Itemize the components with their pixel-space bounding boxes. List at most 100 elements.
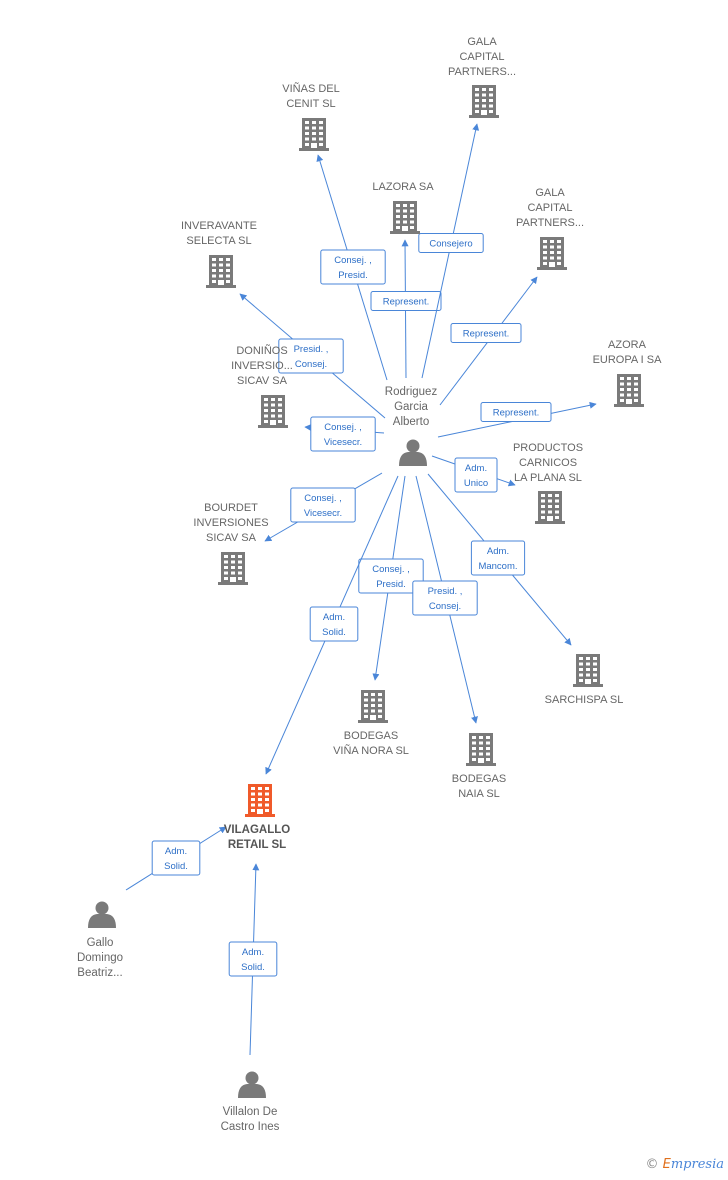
- brand-name: mpresia: [670, 1157, 724, 1172]
- node-label-line: GALA: [467, 36, 497, 48]
- building-icon: [245, 784, 275, 817]
- edge-label-box[interactable]: [370, 291, 442, 311]
- footer-brand: © Empresia: [646, 1157, 725, 1172]
- node-label-line: VIÑAS DEL: [282, 82, 339, 95]
- building-icon: [390, 201, 420, 234]
- node-label-line: Domingo: [77, 952, 123, 964]
- node-label-line: Villalon De: [223, 1106, 278, 1118]
- node-label-line: PRODUCTOS: [513, 442, 583, 454]
- node-label-line: Rodriguez: [385, 386, 438, 398]
- node-gallo[interactable]: GalloDomingoBeatriz...: [77, 901, 123, 980]
- node-villalon[interactable]: Villalon De Castro Ines: [221, 1071, 280, 1134]
- building-icon: [614, 374, 644, 407]
- edge-label-box[interactable]: [450, 323, 522, 343]
- edge-label-text: Consej.: [295, 359, 327, 370]
- node-vilagallo[interactable]: VILAGALLO RETAIL SL: [224, 784, 290, 851]
- edge-label-box[interactable]: [418, 233, 484, 253]
- edge-label-text: Represent.: [463, 329, 509, 340]
- node-sarchispa[interactable]: SARCHISPA SL: [545, 654, 624, 706]
- edge-rodriguez-to-gala1: Consejero: [418, 123, 484, 379]
- node-label-line: SICAV SA: [237, 375, 288, 387]
- node-label-line: CAPITAL: [459, 51, 504, 63]
- edge-rodriguez-to-vinanora: Consej. , Presid.: [358, 475, 424, 681]
- node-gala1[interactable]: GALACAPITALPARTNERS...: [448, 36, 516, 118]
- brand-initial: E: [662, 1157, 671, 1172]
- edge-label-text: Consej. ,: [334, 255, 372, 266]
- edge-rodriguez-to-vinas: Consej. ,Presid.: [316, 154, 388, 381]
- building-icon: [206, 255, 236, 288]
- node-label-line: DONIÑOS: [236, 344, 287, 357]
- edge-label-box[interactable]: [480, 402, 552, 422]
- person-icon: [88, 901, 116, 928]
- node-naia[interactable]: BODEGAS NAIA SL: [452, 733, 506, 800]
- node-label-line: Castro Ines: [221, 1121, 280, 1133]
- node-donino[interactable]: DONIÑOS INVERSIO... SICAV SA: [231, 344, 293, 428]
- node-label-line: LAZORA SA: [372, 181, 434, 193]
- edge-label-text: Vicesecr.: [324, 437, 362, 448]
- edge-label-box[interactable]: [310, 416, 376, 452]
- building-icon: [358, 690, 388, 723]
- edge-label-text: Mancom.: [478, 561, 517, 572]
- node-label-line: LA PLANA SL: [514, 472, 582, 484]
- node-inveravante[interactable]: INVERAVANTE SELECTA SL: [181, 220, 257, 288]
- building-icon: [537, 237, 567, 270]
- node-label-line: INVERSIO...: [231, 360, 293, 372]
- edge-rodriguez-to-donino: Consej. , Vicesecr.: [304, 416, 385, 452]
- edge-rodriguez-to-inveravante: Presid. ,Consej.: [239, 293, 386, 419]
- node-gala2[interactable]: GALACAPITALPARTNERS...: [516, 187, 584, 270]
- edge-label-box[interactable]: [358, 558, 424, 594]
- edge-label-box[interactable]: [278, 338, 344, 374]
- node-label-line: INVERAVANTE: [181, 220, 257, 232]
- edge-label-text: Consej. ,: [304, 493, 342, 504]
- node-vinas[interactable]: VIÑAS DEL CENIT SL: [282, 82, 340, 151]
- edge-label-text: Solid.: [241, 962, 265, 973]
- node-lazora[interactable]: LAZORA SA: [372, 181, 434, 234]
- node-label-line: CAPITAL: [527, 202, 572, 214]
- edge-label-box[interactable]: [309, 606, 359, 642]
- edge-label-text: Presid.: [376, 579, 406, 590]
- node-label-line: SARCHISPA SL: [545, 694, 624, 706]
- edge-rodriguez-to-vilagallo: Adm.Solid.: [265, 475, 399, 775]
- building-icon: [535, 491, 565, 524]
- node-label-line: Garcia: [394, 401, 428, 413]
- edge-rodriguez-to-sarchispa: Adm. Mancom.: [427, 473, 572, 646]
- edge-label-box[interactable]: [151, 840, 201, 876]
- building-icon: [218, 552, 248, 585]
- edge-label-text: Presid. ,: [428, 586, 463, 597]
- node-label-line: RETAIL SL: [228, 839, 286, 851]
- node-productos[interactable]: PRODUCTOS CARNICOS LA PLANA SL: [513, 442, 583, 524]
- node-label-line: NAIA SL: [458, 788, 500, 800]
- edge-label-box[interactable]: [412, 580, 478, 616]
- node-label-line: BOURDET: [204, 502, 258, 514]
- node-label-line: BODEGAS: [452, 773, 506, 785]
- edge-label-box[interactable]: [454, 457, 498, 493]
- edge-label-text: Consej. ,: [324, 422, 362, 433]
- node-label-line: Gallo: [87, 937, 114, 949]
- node-label-line: EUROPA I SA: [593, 354, 663, 366]
- node-label-line: VILAGALLO: [224, 824, 290, 836]
- edge-gallo-to-vilagallo: Adm.Solid.: [125, 826, 227, 891]
- edge-label-box[interactable]: [320, 249, 386, 285]
- building-icon: [469, 85, 499, 118]
- edge-label-box[interactable]: [470, 540, 526, 576]
- building-icon: [573, 654, 603, 687]
- node-label-line: VIÑA NORA SL: [333, 744, 409, 757]
- edge-label-text: Represent.: [493, 408, 539, 419]
- edge-label-box[interactable]: [290, 487, 356, 523]
- node-label-line: CARNICOS: [519, 457, 577, 469]
- edge-label-box[interactable]: [228, 941, 278, 977]
- node-label-line: Beatriz...: [77, 967, 122, 979]
- node-label-line: CENIT SL: [286, 98, 335, 110]
- edge-label-text: Solid.: [322, 627, 346, 638]
- edge-label-text: Consej.: [429, 601, 461, 612]
- edge-label-text: Adm.: [487, 546, 509, 557]
- edge-label-text: Adm.: [165, 846, 187, 857]
- edge-rodriguez-to-productos: Adm.Unico: [431, 455, 516, 493]
- edge-label-text: Consej. ,: [372, 564, 410, 575]
- node-label-line: SELECTA SL: [186, 235, 251, 247]
- edge-rodriguez-to-azora: Represent.: [437, 401, 597, 438]
